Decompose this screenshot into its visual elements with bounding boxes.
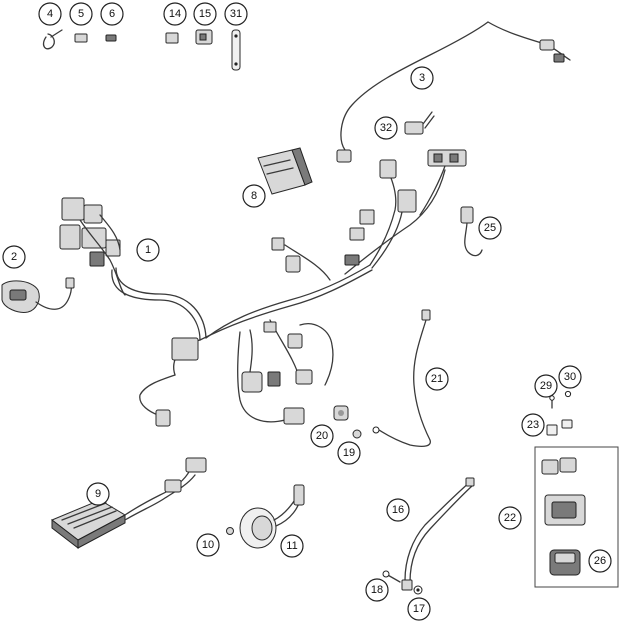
callout-21: 21 xyxy=(425,367,449,391)
connector-part-14 xyxy=(165,32,179,44)
screw-part-29 xyxy=(549,395,555,409)
callout-23: 23 xyxy=(521,413,545,437)
callout-2: 2 xyxy=(2,245,26,269)
cable-part-16 xyxy=(401,477,475,591)
washer-part-30 xyxy=(564,390,572,398)
callout-29: 29 xyxy=(534,374,558,398)
callout-26: 26 xyxy=(588,549,612,573)
svg-text:16: 16 xyxy=(392,504,404,516)
callout-14: 14 xyxy=(163,2,187,26)
main-harness-part-1 xyxy=(59,149,467,427)
svg-text:23: 23 xyxy=(527,419,539,431)
callout-3: 3 xyxy=(410,66,434,90)
svg-text:9: 9 xyxy=(95,488,101,500)
svg-text:5: 5 xyxy=(78,8,84,20)
callout-8: 8 xyxy=(242,184,266,208)
svg-text:31: 31 xyxy=(230,8,242,20)
svg-text:32: 32 xyxy=(380,122,392,134)
clip-part-5 xyxy=(74,33,88,43)
bracket-part-31 xyxy=(231,29,241,71)
cable-part-3 xyxy=(336,21,571,163)
callout-18: 18 xyxy=(365,578,389,602)
svg-text:25: 25 xyxy=(484,222,496,234)
svg-text:26: 26 xyxy=(594,555,606,567)
nut-part-10 xyxy=(226,527,234,535)
cover-part-26 xyxy=(549,549,581,576)
svg-text:1: 1 xyxy=(145,244,151,256)
relay-part-22 xyxy=(544,494,586,526)
callout-16: 16 xyxy=(386,498,410,522)
fuse-cap-part xyxy=(541,457,577,475)
svg-text:17: 17 xyxy=(413,603,425,615)
ground-cable-part-21 xyxy=(372,309,431,447)
callout-19: 19 xyxy=(337,441,361,465)
callout-10: 10 xyxy=(196,533,220,557)
washer-part-17 xyxy=(413,585,423,595)
svg-text:15: 15 xyxy=(199,8,211,20)
svg-text:3: 3 xyxy=(419,72,425,84)
callout-17: 17 xyxy=(407,597,431,621)
callout-11: 11 xyxy=(280,534,304,558)
svg-text:19: 19 xyxy=(343,447,355,459)
callout-20: 20 xyxy=(310,424,334,448)
svg-text:2: 2 xyxy=(11,251,17,263)
callout-30: 30 xyxy=(558,365,582,389)
callout-5: 5 xyxy=(69,2,93,26)
connector-part-15 xyxy=(195,29,213,45)
svg-text:8: 8 xyxy=(251,190,257,202)
svg-text:6: 6 xyxy=(109,8,115,20)
svg-text:11: 11 xyxy=(286,540,297,552)
cable-part-25 xyxy=(460,206,483,257)
horn-part-11 xyxy=(239,484,305,549)
nut-part-19 xyxy=(352,429,362,439)
svg-text:30: 30 xyxy=(564,371,576,383)
callout-32: 32 xyxy=(374,116,398,140)
callout-4: 4 xyxy=(38,2,62,26)
svg-text:21: 21 xyxy=(431,373,443,385)
clip-part-23 xyxy=(546,419,573,436)
callout-15: 15 xyxy=(193,2,217,26)
sensor-part-20 xyxy=(333,405,349,421)
cable-tie-part xyxy=(42,29,63,50)
switch-part-2 xyxy=(1,277,75,313)
callout-1: 1 xyxy=(136,238,160,262)
sensor-part-32 xyxy=(404,111,435,135)
svg-text:22: 22 xyxy=(504,512,516,524)
plug-part-6 xyxy=(105,34,117,42)
svg-text:10: 10 xyxy=(202,539,214,551)
svg-text:4: 4 xyxy=(47,8,53,20)
svg-text:14: 14 xyxy=(169,8,181,20)
callout-22: 22 xyxy=(498,506,522,530)
callout-25: 25 xyxy=(478,216,502,240)
screw-part-18 xyxy=(382,570,401,583)
relay-group-frame xyxy=(534,446,619,588)
svg-text:18: 18 xyxy=(371,584,383,596)
svg-text:29: 29 xyxy=(540,380,552,392)
callout-31: 31 xyxy=(224,2,248,26)
control-unit-part-8 xyxy=(257,147,313,195)
callout-6: 6 xyxy=(100,2,124,26)
regulator-part-9 xyxy=(51,457,207,550)
callout-9: 9 xyxy=(86,482,110,506)
svg-text:20: 20 xyxy=(316,430,328,442)
